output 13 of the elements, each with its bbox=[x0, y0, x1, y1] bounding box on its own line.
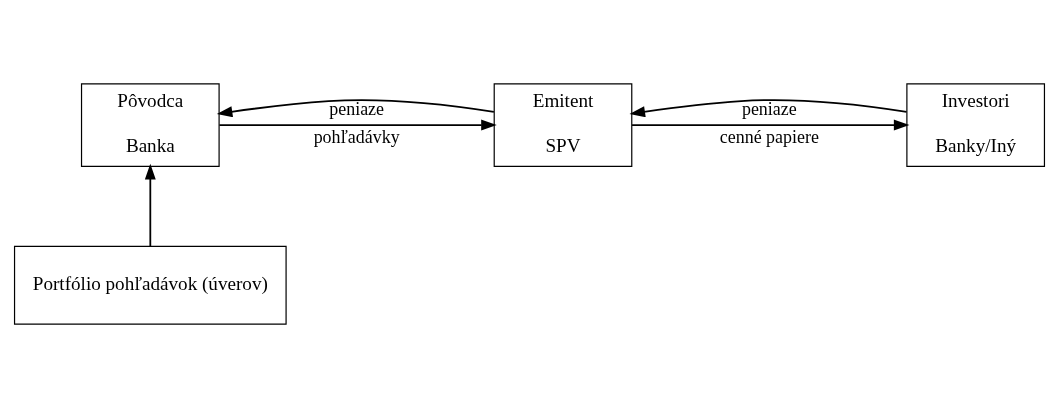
node-box: Emitent SPV bbox=[493, 82, 633, 167]
arrow bbox=[218, 119, 497, 130]
edge-label: pohľadávky bbox=[313, 126, 400, 147]
node-box: Portfólio pohľadávok (úverov) bbox=[13, 245, 287, 325]
edge-label: cenné papiere bbox=[719, 126, 819, 147]
arrow bbox=[629, 98, 908, 117]
arrow bbox=[216, 98, 495, 117]
node-box: Investori Banky/Iný bbox=[906, 82, 1046, 167]
node-box: Pôvodca Banka bbox=[80, 82, 220, 167]
edge-label: peniaze bbox=[329, 98, 385, 119]
arrow bbox=[631, 119, 910, 130]
edge-label: peniaze bbox=[741, 98, 797, 119]
arrow bbox=[144, 163, 156, 247]
